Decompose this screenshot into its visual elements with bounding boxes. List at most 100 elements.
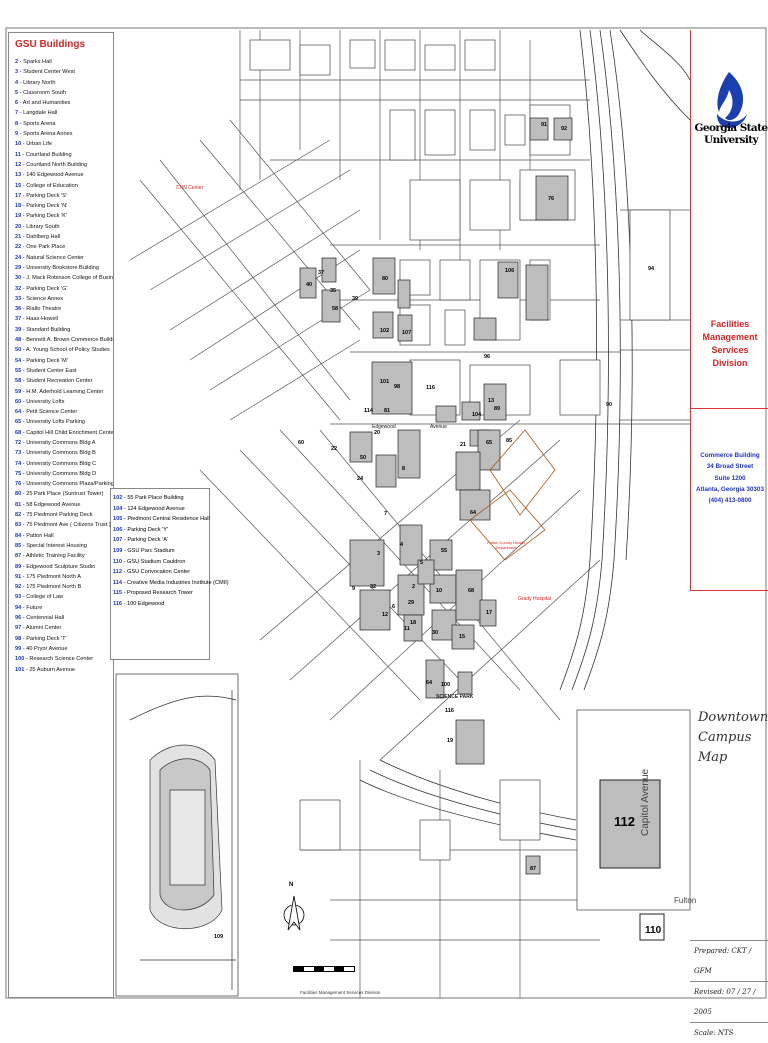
legend-item-name: - Capitol Hill Child Enrichment Center	[21, 429, 114, 436]
title-block: Georgia State University Facilities Mana…	[690, 30, 768, 591]
legend-item: 81 - 58 Edgewood Avenue	[15, 500, 113, 510]
legend-item-name: - One Park Place	[21, 244, 66, 251]
building-number-label: 64	[470, 510, 477, 516]
building-number-label: 39	[352, 296, 359, 302]
legend-item: 102 - 55 Park Place Building	[113, 493, 229, 504]
address-block: Commerce Building 34 Broad Street Suite …	[691, 450, 768, 506]
legend-item-number: 101	[15, 666, 25, 673]
legend-item: 59 - H.M. Aderhold Learning Center	[15, 387, 113, 397]
legend-item: 85 - Special Interest Housing	[15, 541, 113, 551]
legend-item-number: 94	[15, 604, 22, 611]
legend-item-name: - Courtland North Building	[21, 161, 88, 168]
legend-item-name: - University Lofts Parking	[21, 419, 85, 426]
legend-item: 29 - University Bookstore Building	[15, 263, 113, 273]
legend-item-number: 5	[15, 89, 19, 96]
building-number-label: 109	[214, 934, 224, 940]
legend-item-number: 76	[15, 481, 22, 488]
legend-item: 50 - A. Young School of Policy Studies	[15, 345, 113, 355]
legend-item-number: 97	[15, 625, 22, 632]
legend-item: 65 - University Lofts Parking	[15, 417, 113, 427]
legend-item: 37 - Haas-Howell	[15, 314, 113, 324]
legend-item-number: 105	[113, 516, 123, 523]
legend-item-number: 6	[15, 100, 19, 107]
legend-item-number: 74	[15, 460, 22, 467]
legend-item: 18 - Parking Deck 'N'	[15, 201, 113, 211]
legend-item: 72 - University Commons Bldg A	[15, 438, 113, 448]
legend-item: 36 - Rialto Theatre	[15, 304, 113, 314]
legend-item-name: - Alumni Center	[21, 625, 62, 632]
legend-item-name: - Langdale Hall	[18, 110, 58, 117]
legend-item-name: - Courtland Building	[20, 151, 72, 158]
legend-item-number: 3	[15, 69, 19, 76]
legend-item-name: - 175 Piedmont North B	[21, 584, 82, 591]
legend-item: 104 - 124 Edgewood Avenue	[113, 504, 229, 515]
legend-item-number: 91	[15, 573, 22, 580]
legend-item: 2 - Sparks Hall	[15, 57, 113, 67]
legend-item-number: 98	[15, 635, 22, 642]
legend-item-name: - 75 Piedmont Parking Deck	[21, 512, 93, 519]
legend-item-name: - 75 Piedmont Ave ( Citizens Trust )	[21, 522, 111, 529]
building-number-label: 116	[426, 385, 435, 391]
building-number-label: 81	[384, 408, 391, 414]
legend-item-number: 37	[15, 316, 22, 323]
building-number-label: 17	[486, 610, 493, 616]
fulton-health-label: Fulton County Health Department	[487, 540, 525, 550]
stamp-revised: Revised: 07 / 27 / 2005	[690, 981, 768, 1022]
building-number-label: 10	[436, 588, 443, 594]
legend-item-name: - Special Interest Housing	[21, 542, 87, 549]
legend-item: 68 - Capitol Hill Child Enrichment Cente…	[15, 428, 114, 438]
stamp-scale: Scale: NTS	[690, 1022, 768, 1043]
building-number-label: 64	[426, 680, 433, 686]
legend-item-name: - University Bookstore Building	[21, 264, 99, 271]
legend-item-name: - Parking Deck 'T'	[21, 635, 67, 642]
legend-item-number: 87	[15, 553, 22, 560]
legend-item-number: 19	[15, 213, 22, 220]
building-number-label: 19	[447, 738, 454, 744]
fulton-street-label: Fulton	[674, 896, 697, 905]
legend-item: 17 - Parking Deck 'S'	[15, 191, 113, 201]
building-number-label: 20	[374, 430, 381, 436]
legend-item-number: 36	[15, 306, 22, 313]
legend-item: 3 - Student Center West	[15, 67, 113, 77]
legend-item-name: - 58 Edgewood Avenue	[21, 501, 81, 508]
legend-item: 94 - Future	[15, 603, 113, 613]
legend-item-name: - Sports Arena	[18, 120, 56, 127]
legend-item-number: 4	[15, 79, 19, 86]
address-line: Commerce Building	[700, 452, 760, 459]
building-number-label: 32	[370, 584, 377, 590]
legend-item-name: - GSU Stadium Cauldron	[122, 558, 186, 565]
legend-item-number: 104	[113, 505, 123, 512]
building-110-label: 110	[645, 925, 662, 936]
legend-item-number: 100	[15, 656, 25, 663]
interstate	[359, 29, 691, 841]
building-number-label: 106	[505, 268, 515, 274]
legend-item-name: - GSU Parc Stadium	[122, 547, 175, 554]
legend-item: 11 - Courtland Building	[15, 150, 113, 160]
divider	[691, 408, 768, 409]
building-number-label: 91	[541, 122, 548, 128]
legend-title: GSU Buildings	[15, 39, 85, 50]
legend-item-number: 116	[113, 600, 123, 607]
building-number-label: 94	[648, 266, 655, 272]
building-number-label: 89	[494, 406, 501, 412]
building-number-label: 50	[360, 455, 367, 461]
legend-item: 106 - Parking Deck 'Y'	[113, 525, 229, 536]
legend-item: 21 - Dahlberg Hall	[15, 232, 113, 242]
building-number-label: 68	[468, 588, 475, 594]
legend-item-number: 102	[113, 495, 123, 501]
legend-item-number: 10	[15, 141, 22, 148]
building-number-label: 5	[420, 560, 424, 566]
legend-item-number: 60	[15, 398, 22, 405]
building-112-label: 112	[614, 814, 635, 829]
building-number-label: 35	[330, 288, 337, 294]
legend-item: 116 - 100 Edgewood	[113, 599, 229, 610]
legend-item: 84 - Patton Hall	[15, 531, 113, 541]
legend-item-number: 65	[15, 419, 22, 426]
legend-item-name: - 124 Edgewood Avenue	[122, 505, 185, 512]
legend-item-number: 2	[15, 59, 19, 65]
legend-item-number: 112	[113, 569, 123, 576]
building-number-label: 2	[412, 584, 416, 590]
avenue-label: Avenue	[430, 424, 447, 430]
